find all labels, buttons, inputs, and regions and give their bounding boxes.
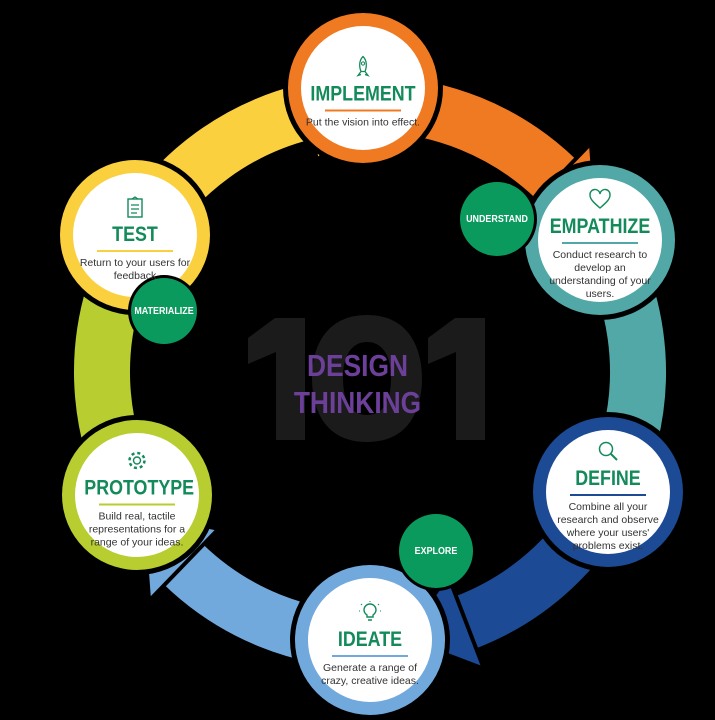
badge-circle	[399, 514, 473, 588]
stage-title: IMPLEMENT	[310, 82, 416, 106]
title-line-1: DESIGN	[306, 348, 409, 383]
stage-disc	[75, 433, 199, 557]
magnifier-icon	[546, 439, 670, 465]
stage-title: TEST	[112, 223, 158, 246]
stage-define: DEFINE Combine all your research and obs…	[546, 439, 670, 553]
stage-description: Combine all your research and observe wh…	[557, 501, 659, 552]
title-underline	[325, 109, 401, 112]
stage-prototype: PROTOTYPE Build real, tactile representa…	[75, 449, 199, 550]
badge-understand: UNDERSTAND	[466, 213, 528, 225]
stage-disc	[538, 178, 662, 302]
heart-icon	[538, 187, 662, 213]
badge-materialize: MATERIALIZE	[134, 305, 194, 317]
badge-circle	[460, 182, 534, 256]
gear-icon	[75, 449, 199, 475]
rocket-icon	[301, 55, 425, 81]
title-underline	[570, 494, 646, 496]
stage-test: TEST Return to your users for feedback	[73, 195, 197, 283]
stage-implement: IMPLEMENT Put the vision into effect.	[301, 55, 425, 130]
stage-ideate: IDEATE Generate a range of crazy, creati…	[308, 600, 432, 688]
center-title: DESIGN THINKING	[54, 347, 662, 421]
stage-title: PROTOTYPE	[84, 476, 195, 500]
watermark-digit-one-right	[428, 318, 485, 440]
title-underline	[332, 655, 408, 657]
stage-empathize: EMPATHIZE Conduct research to develop an…	[538, 187, 662, 301]
title-underline	[562, 242, 638, 244]
stage-description: Return to your users for feedback	[79, 257, 191, 282]
title-underline	[99, 503, 175, 506]
stage-description: Build real, tactile representations for …	[88, 510, 186, 549]
stage-disc	[308, 578, 432, 702]
stage-disc	[546, 430, 670, 554]
stage-description: Put the vision into effect.	[305, 116, 421, 129]
stage-title: IDEATE	[337, 628, 403, 651]
stage-disc	[301, 26, 425, 150]
stage-description: Generate a range of crazy, creative idea…	[321, 662, 419, 687]
lightbulb-icon	[308, 600, 432, 626]
watermark-digit-one-left	[248, 318, 305, 440]
badge-circle	[131, 278, 197, 344]
stage-title: EMPATHIZE	[549, 215, 651, 238]
stage-description: Conduct research to develop an understan…	[549, 249, 651, 300]
background-number-watermark	[248, 315, 485, 442]
title-underline	[97, 250, 173, 252]
clipboard-icon	[73, 195, 197, 221]
badge-explore: EXPLORE	[414, 545, 458, 557]
stage-disc	[73, 173, 197, 297]
stage-title: DEFINE	[575, 467, 641, 490]
watermark-digit-zero	[312, 315, 422, 442]
title-line-2: THINKING	[293, 385, 422, 420]
